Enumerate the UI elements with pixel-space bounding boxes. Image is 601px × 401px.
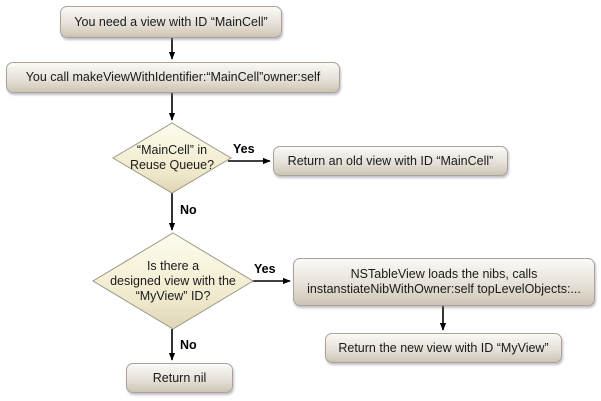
edge-label-designed-no: No — [180, 338, 197, 352]
edge-label-designed-yes: Yes — [254, 262, 276, 276]
node-return-old-label: Return an old view with ID “MainCell” — [287, 153, 494, 168]
node-decision-reuse[interactable]: “MainCell” in Reuse Queue? — [112, 122, 232, 194]
edge-label-reuse-no: No — [180, 203, 197, 217]
node-call-label: You call makeViewWithIdentifier:“MainCel… — [25, 70, 321, 84]
diamond-shape-designed — [92, 232, 254, 330]
node-decision-designed[interactable]: Is there a designed view with the “MyVie… — [92, 232, 254, 330]
node-return-nil-label: Return nil — [152, 370, 207, 385]
node-return-nil[interactable]: Return nil — [126, 363, 233, 393]
node-return-new[interactable]: Return the new view with ID “MyView” — [325, 333, 562, 363]
node-start-label: You need a view with ID “MainCell” — [74, 14, 268, 29]
node-return-new-label: Return the new view with ID “MyView” — [338, 340, 549, 355]
node-loads-nibs[interactable]: NSTableView loads the nibs, calls instan… — [293, 258, 595, 306]
edge-label-reuse-yes: Yes — [233, 142, 255, 156]
node-start[interactable]: You need a view with ID “MainCell” — [60, 6, 282, 38]
node-return-old[interactable]: Return an old view with ID “MainCell” — [273, 146, 508, 176]
node-call[interactable]: You call makeViewWithIdentifier:“MainCel… — [6, 62, 340, 93]
node-loads-nibs-line2: instanstiateNibWithOwner:self topLevelOb… — [307, 282, 581, 296]
diamond-shape-reuse — [112, 122, 232, 194]
node-loads-nibs-line1: NSTableView loads the nibs, calls — [350, 267, 538, 281]
